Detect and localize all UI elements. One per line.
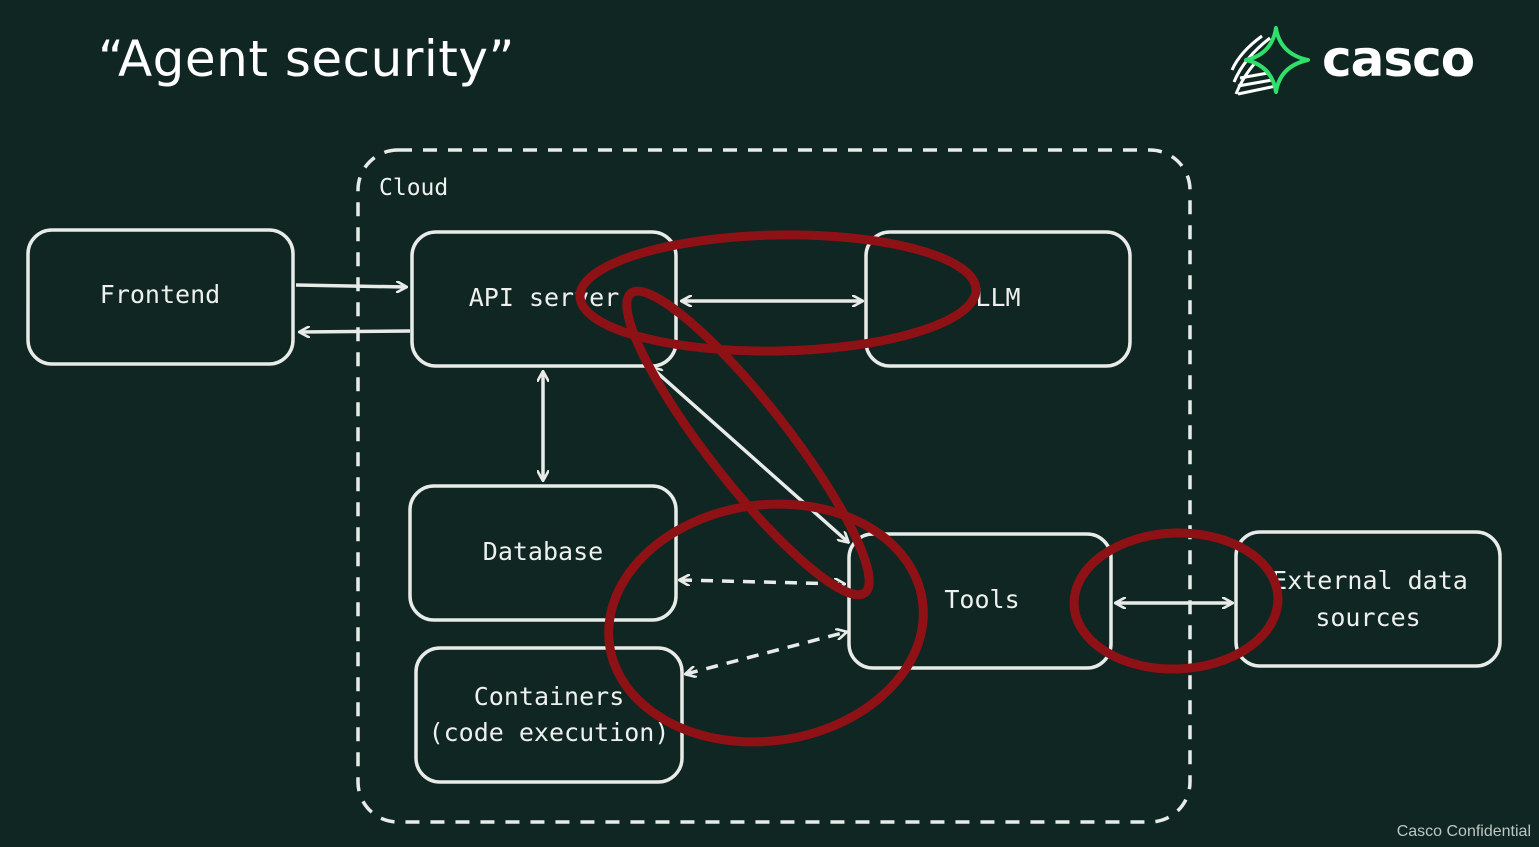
external-label-line2: sources <box>1315 603 1420 632</box>
arrow-api-to-frontend <box>300 331 411 332</box>
four-point-star-logo-icon <box>1230 26 1310 96</box>
tools-label: Tools <box>944 585 1019 614</box>
database-node: Database <box>408 484 678 622</box>
cloud-boundary <box>356 148 1192 824</box>
api-server-node: API server <box>410 230 678 368</box>
confidential-footer: Casco Confidential <box>1396 823 1531 840</box>
external-data-sources-node: External data sources <box>1234 530 1502 668</box>
frontend-label: Frontend <box>100 280 220 309</box>
logo-wordmark: casco <box>1322 30 1475 88</box>
api-server-label: API server <box>469 283 620 312</box>
arrow-tools-containers <box>686 632 846 674</box>
containers-label-line2: (code execution) <box>429 718 670 747</box>
external-label-line1: External data <box>1272 566 1468 595</box>
highlight-tools-data-stores <box>604 499 928 747</box>
frontend-node: Frontend <box>26 228 295 366</box>
arrow-tools-database <box>680 580 844 584</box>
highlight-api-tools <box>622 286 874 600</box>
highlight-tools-external <box>1069 528 1283 674</box>
arrow-api-tools <box>652 368 848 542</box>
tools-node: Tools <box>847 532 1113 670</box>
llm-node: LLM <box>864 230 1132 368</box>
arrow-frontend-to-api <box>295 285 406 287</box>
llm-label: LLM <box>975 283 1020 312</box>
database-label: Database <box>483 537 603 566</box>
risk-highlights <box>575 230 1283 747</box>
slide-title: “Agent security” <box>98 30 515 88</box>
containers-node: Containers (code execution) <box>414 646 684 784</box>
highlight-api-llm <box>575 230 981 356</box>
cloud-label: Cloud <box>379 175 448 201</box>
casco-logo: casco <box>1228 24 1508 100</box>
containers-label-line1: Containers <box>474 682 625 711</box>
